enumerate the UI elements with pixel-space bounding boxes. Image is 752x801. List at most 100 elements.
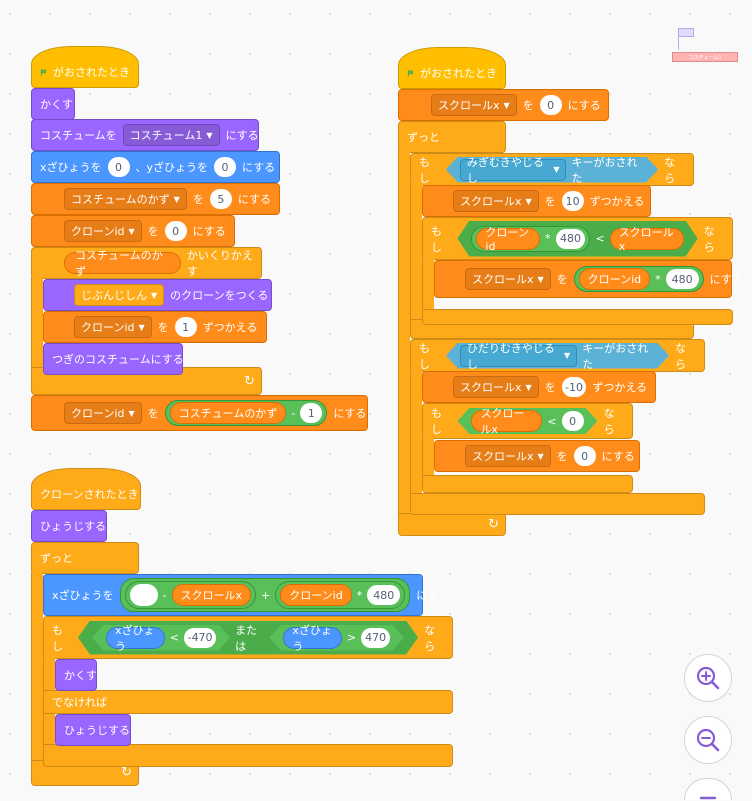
scroll-x-reporter[interactable]: スクロールx xyxy=(610,228,684,250)
variable-dropdown[interactable]: クローンid▼ xyxy=(74,316,152,338)
if-else-block[interactable]: もし xざひょう < -470 または xざひょう > 470 なら でなければ xyxy=(43,616,453,767)
hide-block[interactable]: かくす xyxy=(55,659,97,691)
variable-dropdown[interactable]: コスチュームのかず▼ xyxy=(64,188,187,210)
clone-target-value: じぶんじしん xyxy=(81,289,147,302)
multiply-operator[interactable]: クローンid * 480 xyxy=(573,266,704,292)
zoom-out-button[interactable] xyxy=(684,716,732,764)
hide-block[interactable]: かくす xyxy=(31,88,75,120)
key-pressed-sensor[interactable]: みぎむきやじるし▼ キーがおされた xyxy=(446,157,658,183)
variable-dropdown[interactable]: スクロールx▼ xyxy=(465,445,551,467)
scroll-x-reporter[interactable]: スクロールx xyxy=(171,584,252,606)
create-clone-block[interactable]: じぶんじしん▼ のクローンをつくる xyxy=(43,279,272,311)
change-value-input[interactable]: 1 xyxy=(174,317,197,337)
variable-dropdown-value: クローンid xyxy=(81,321,135,334)
set-value-input[interactable]: 0 xyxy=(164,221,187,241)
dropdown-arrow-icon: ▼ xyxy=(173,194,180,204)
x-position-reporter[interactable]: xざひょう xyxy=(106,627,165,649)
costume-count-reporter[interactable]: コスチュームのかず xyxy=(169,402,287,424)
x-position-reporter[interactable]: xざひょう xyxy=(283,627,342,649)
minus-operator[interactable]: - スクロールx xyxy=(124,581,257,609)
subtract-symbol: - xyxy=(291,406,296,420)
when-flag-clicked-hat[interactable]: がおされたとき xyxy=(31,46,139,88)
goto-xy-block[interactable]: xざひょうを 0 、yざひょうを 0 にする xyxy=(31,151,280,183)
set-scroll-block[interactable]: スクロールx▼ を 0 にする xyxy=(398,89,609,121)
multiply-value-input[interactable]: 480 xyxy=(556,229,586,249)
set-cloneid-block[interactable]: クローンid▼ を 0 にする xyxy=(31,215,235,247)
key-dropdown[interactable]: みぎむきやじるし▼ xyxy=(460,159,567,181)
variable-dropdown[interactable]: クローンid▼ xyxy=(64,402,142,424)
if-label: もし xyxy=(419,341,430,371)
cloneid-reporter[interactable]: クローンid xyxy=(476,228,540,250)
greater-than-operator[interactable]: xざひょう > 470 xyxy=(269,625,404,651)
next-costume-label: つぎのコスチュームにする xyxy=(52,353,184,366)
repeat-count-reporter[interactable]: コスチュームのかず xyxy=(64,249,181,278)
variable-dropdown-value: クローンid xyxy=(71,225,125,238)
forever-block[interactable]: ずっと ↻ xyxy=(398,121,506,536)
subtract-operator[interactable]: コスチュームのかず - 1 xyxy=(164,400,328,426)
dropdown-arrow-icon: ▼ xyxy=(537,451,544,461)
scroll-x-reporter[interactable]: スクロールx xyxy=(471,410,542,432)
if-left-arrow-block[interactable]: もし ひだりむきやじるし▼ キーがおされた なら xyxy=(410,339,705,515)
if-right-arrow-block[interactable]: もし みぎむきやじるし▼ キーがおされた なら xyxy=(410,153,694,339)
change-scroll-left-block[interactable]: スクロールx▼ を -10 ずつかえる xyxy=(422,371,656,403)
goto-suffix: にする xyxy=(242,161,276,174)
compare-value-input[interactable]: 470 xyxy=(361,628,390,648)
if-label: もし xyxy=(431,407,442,436)
less-than-operator[interactable]: クローンid * 480 < スクロールx xyxy=(457,221,697,257)
show-block-else[interactable]: ひょうじする xyxy=(55,714,131,746)
set-x-block[interactable]: xざひょうを - スクロールx + クローンid * 480 にする xyxy=(43,574,449,616)
multiply-operator[interactable]: クローンid * 480 xyxy=(471,226,590,252)
cloneid-reporter[interactable]: クローンid xyxy=(280,584,352,606)
else-row: でなければ xyxy=(43,690,453,714)
set-costume-count-block[interactable]: コスチュームのかず▼ を 5 にする xyxy=(31,183,280,215)
show-block[interactable]: ひょうじする xyxy=(31,510,107,542)
change-value-input[interactable]: -10 xyxy=(561,377,587,397)
variable-dropdown[interactable]: スクロールx▼ xyxy=(453,376,539,398)
hide-label: かくす xyxy=(40,98,73,111)
set-value-input[interactable]: 0 xyxy=(573,446,596,466)
variable-dropdown[interactable]: クローンid▼ xyxy=(64,220,142,242)
switch-costume-block[interactable]: コスチュームを コスチューム1▼ にする xyxy=(31,119,259,151)
variable-dropdown[interactable]: スクロールx▼ xyxy=(431,94,517,116)
costume-dropdown[interactable]: コスチューム1▼ xyxy=(122,124,220,146)
stage-thumbnail[interactable]: コスチューム1 xyxy=(672,24,738,64)
change-value-input[interactable]: 10 xyxy=(561,191,584,211)
zoom-in-button[interactable] xyxy=(684,654,732,702)
subtract-value-input[interactable]: 1 xyxy=(300,403,323,423)
minus-left-input[interactable] xyxy=(129,584,158,606)
set-scroll-zero-block[interactable]: スクロールx▼ を 0 にする xyxy=(434,440,640,472)
compare-value-input[interactable]: -470 xyxy=(184,628,216,648)
multiply-value-input[interactable]: 480 xyxy=(367,585,401,605)
change-scroll-right-block[interactable]: スクロールx▼ を 10 ずつかえる xyxy=(422,185,651,217)
cloneid-reporter[interactable]: クローンid xyxy=(578,268,651,290)
multiply-operator[interactable]: クローンid * 480 xyxy=(275,581,406,609)
multiply-value-input[interactable]: 480 xyxy=(665,269,699,289)
key-pressed-sensor[interactable]: ひだりむきやじるし▼ キーがおされた xyxy=(446,343,669,369)
next-costume-block[interactable]: つぎのコスチュームにする xyxy=(43,343,184,375)
set-scroll-cloneid-block[interactable]: スクロールx▼ を クローンid * 480 にする xyxy=(434,260,743,298)
less-than-operator[interactable]: xざひょう < -470 xyxy=(92,625,230,651)
when-clone-starts-hat[interactable]: クローンされたとき xyxy=(31,468,141,510)
then-label: なら xyxy=(675,341,687,371)
zoom-reset-button[interactable] xyxy=(684,778,732,800)
key-dropdown[interactable]: ひだりむきやじるし▼ xyxy=(460,345,577,367)
variable-dropdown-value: スクロールx xyxy=(460,195,522,208)
set-value-input[interactable]: 5 xyxy=(209,189,232,209)
goto-x-input[interactable]: 0 xyxy=(107,157,130,177)
clone-target-dropdown[interactable]: じぶんじしん▼ xyxy=(74,284,165,306)
plus-operator[interactable]: - スクロールx + クローンid * 480 xyxy=(119,578,411,612)
goto-y-input[interactable]: 0 xyxy=(214,157,237,177)
change-to-label: を xyxy=(544,195,556,208)
set-cloneid-final-block[interactable]: クローンid▼ を コスチュームのかず - 1 にする xyxy=(31,395,368,431)
if-scroll-less-zero-block[interactable]: もし スクロールx < 0 なら xyxy=(422,403,633,493)
or-operator[interactable]: xざひょう < -470 または xざひょう > 470 xyxy=(78,621,418,655)
set-suffix: にする xyxy=(333,407,367,420)
less-than-operator[interactable]: スクロールx < 0 xyxy=(457,408,597,434)
if-cloneid-block[interactable]: もし クローンid * 480 < スクロールx なら xyxy=(422,217,733,325)
variable-dropdown[interactable]: スクロールx▼ xyxy=(465,268,551,290)
change-cloneid-block[interactable]: クローンid▼ を 1 ずつかえる xyxy=(43,311,267,343)
when-flag-clicked-hat[interactable]: がおされたとき xyxy=(398,47,506,89)
variable-dropdown[interactable]: スクロールx▼ xyxy=(453,190,539,212)
set-value-input[interactable]: 0 xyxy=(539,95,562,115)
compare-value-input[interactable]: 0 xyxy=(562,411,584,431)
